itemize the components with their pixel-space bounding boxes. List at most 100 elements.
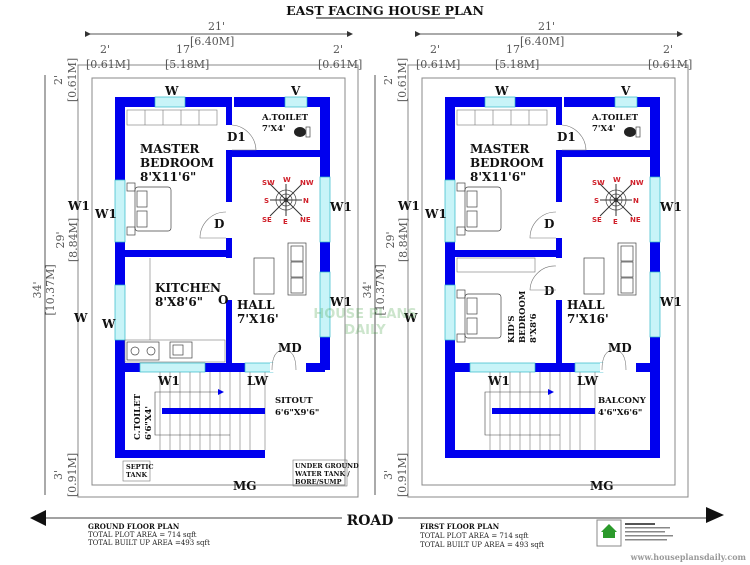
- window-label: W1: [94, 207, 117, 221]
- dim-width-total: 21': [538, 20, 555, 33]
- svg-text:FIRST FLOOR PLAN: FIRST FLOOR PLAN: [420, 522, 500, 531]
- svg-text:S: S: [594, 197, 599, 205]
- ventilator-label: V: [290, 84, 301, 98]
- hall-size: 7'X16': [237, 312, 279, 326]
- svg-text:E: E: [613, 218, 618, 226]
- door-label: D1: [227, 130, 246, 144]
- dim-bottom-margin-m: [0.91M]: [396, 453, 409, 497]
- first-common-labels: W V W1 W1 W W1 W1 D1 D D MD W1 LW MG MAS…: [397, 84, 682, 493]
- dim-left-margin: 2': [100, 43, 110, 56]
- common-toilet-size: 6'6"X4': [144, 406, 154, 440]
- website-link[interactable]: www.houseplansdaily.com: [630, 552, 747, 562]
- dim-depth-total: 34': [31, 281, 44, 298]
- dim-top-margin: 2': [52, 75, 65, 85]
- opening-label: O: [218, 293, 228, 307]
- dim-bottom-margin: 3': [52, 470, 65, 480]
- dim-depth-total-m: [10.37M]: [44, 264, 57, 315]
- master-bedroom-label: MASTER: [470, 142, 530, 156]
- svg-text:TOTAL PLOT AREA = 714 sqft: TOTAL PLOT AREA = 714 sqft: [420, 532, 529, 540]
- ventilator-label: V: [620, 84, 631, 98]
- dim-inner-depth-m: [8.84M]: [67, 218, 80, 262]
- window-label: W1: [329, 295, 352, 309]
- dim-right-margin: 2': [333, 43, 343, 56]
- svg-text:N: N: [303, 197, 309, 205]
- main-door-label: MD: [608, 341, 632, 355]
- svg-text:NW: NW: [630, 179, 644, 187]
- door-label: D: [544, 284, 554, 298]
- dim-right-margin: 2': [663, 43, 673, 56]
- svg-text:DAILY: DAILY: [344, 323, 386, 338]
- svg-text:W: W: [613, 176, 621, 184]
- main-gate-label: MG: [590, 479, 614, 493]
- sump-label: UNDER GROUND: [295, 462, 359, 470]
- toilet-label: A.TOILET: [261, 113, 309, 123]
- kids-bedroom-size: 8'X8'6: [529, 313, 539, 343]
- window-label: W: [403, 311, 418, 325]
- dim-left-margin-m: [0.61M]: [86, 58, 130, 71]
- balcony-label: BALCONY: [598, 396, 647, 406]
- dim-width-total: 21': [208, 20, 225, 33]
- logo: [596, 519, 673, 547]
- toilet-size: 7'X4': [592, 124, 616, 134]
- dim-depth-total-m: [10.37M]: [374, 264, 387, 315]
- master-bedroom-label: BEDROOM: [140, 156, 214, 170]
- svg-text:E: E: [283, 218, 288, 226]
- lw-label: LW: [577, 374, 599, 388]
- dim-inner-width-m: [5.18M]: [495, 58, 539, 71]
- master-bedroom-size: 8'X11'6": [470, 170, 526, 184]
- first-dimensions: 21' [6.40M] 2' 17' 2' [0.61M] [5.18M] [0…: [361, 20, 692, 497]
- dim-inner-depth-m: [8.84M]: [397, 218, 410, 262]
- dim-right-margin-m: [0.61M]: [648, 58, 692, 71]
- svg-text:NE: NE: [300, 216, 311, 224]
- lw-label: LW: [247, 374, 269, 388]
- svg-text:HOUSE PLANS: HOUSE PLANS: [313, 307, 416, 322]
- hall-size: 7'X16': [567, 312, 609, 326]
- dim-width-total-m: [6.40M]: [190, 35, 234, 48]
- dim-inner-depth: 29': [54, 231, 67, 248]
- window-label: W1: [397, 199, 420, 213]
- sitout-label: SITOUT: [275, 396, 313, 406]
- door-label: D: [544, 217, 554, 231]
- road-indicator: ROAD: [30, 507, 724, 529]
- main-gate-label: MG: [233, 479, 257, 493]
- sitout-size: 6'6"X9'6": [275, 408, 319, 418]
- ground-floor-footer: GROUND FLOOR PLAN TOTAL PLOT AREA = 714 …: [88, 522, 210, 547]
- septic-tank-label: TANK: [126, 471, 147, 479]
- dim-inner-width: 17': [176, 43, 193, 56]
- ground-common-labels: W V W1 W1 W W W1 W1 D1 D MD W1 LW MG MAS…: [67, 84, 352, 493]
- toilet-size: 7'X4': [262, 124, 286, 134]
- window-label: W1: [67, 199, 90, 213]
- dim-inner-width: 17': [506, 43, 523, 56]
- window-label: W: [73, 311, 88, 325]
- main-door-label: MD: [278, 341, 302, 355]
- dim-top-margin-m: [0.61M]: [66, 58, 79, 102]
- svg-text:TOTAL BUILT UP AREA = 493 sqft: TOTAL BUILT UP AREA = 493 sqft: [420, 541, 544, 549]
- svg-text:NW: NW: [300, 179, 314, 187]
- ground-dimensions: 21' [6.40M] 2' 17' 2' [0.61M] [5.18M] [0…: [31, 20, 362, 497]
- dim-top-margin: 2': [382, 75, 395, 85]
- window-label: W1: [424, 207, 447, 221]
- balcony-size: 4'6"X6'6": [598, 408, 642, 418]
- svg-text:NE: NE: [630, 216, 641, 224]
- svg-text:SW: SW: [262, 179, 275, 187]
- master-bedroom-label: MASTER: [140, 142, 200, 156]
- hall-label: HALL: [237, 298, 275, 312]
- stove-icon: [126, 341, 160, 361]
- svg-text:TOTAL PLOT AREA = 714 sqft: TOTAL PLOT AREA = 714 sqft: [88, 531, 197, 539]
- master-bedroom-label: BEDROOM: [470, 156, 544, 170]
- svg-text:TOTAL BUILT UP AREA =493 sqft: TOTAL BUILT UP AREA =493 sqft: [88, 539, 210, 547]
- dim-bottom-margin: 3': [382, 470, 395, 480]
- window-label: W1: [157, 374, 180, 388]
- ground-specific: KITCHEN 8'X8'6" O C.TOILET 6'6"X4' SITOU…: [122, 258, 359, 487]
- dim-width-total-m: [6.40M]: [520, 35, 564, 48]
- sink-icon: [169, 341, 193, 359]
- hall-label: HALL: [567, 298, 605, 312]
- svg-text:GROUND FLOOR PLAN: GROUND FLOOR PLAN: [88, 522, 180, 531]
- door-label: D: [214, 217, 224, 231]
- window-label: W: [164, 84, 179, 98]
- dim-left-margin-m: [0.61M]: [416, 58, 460, 71]
- first-floor-footer: FIRST FLOOR PLAN TOTAL PLOT AREA = 714 s…: [420, 522, 544, 549]
- kitchen-size: 8'X8'6": [155, 295, 203, 309]
- dim-inner-depth: 29': [384, 231, 397, 248]
